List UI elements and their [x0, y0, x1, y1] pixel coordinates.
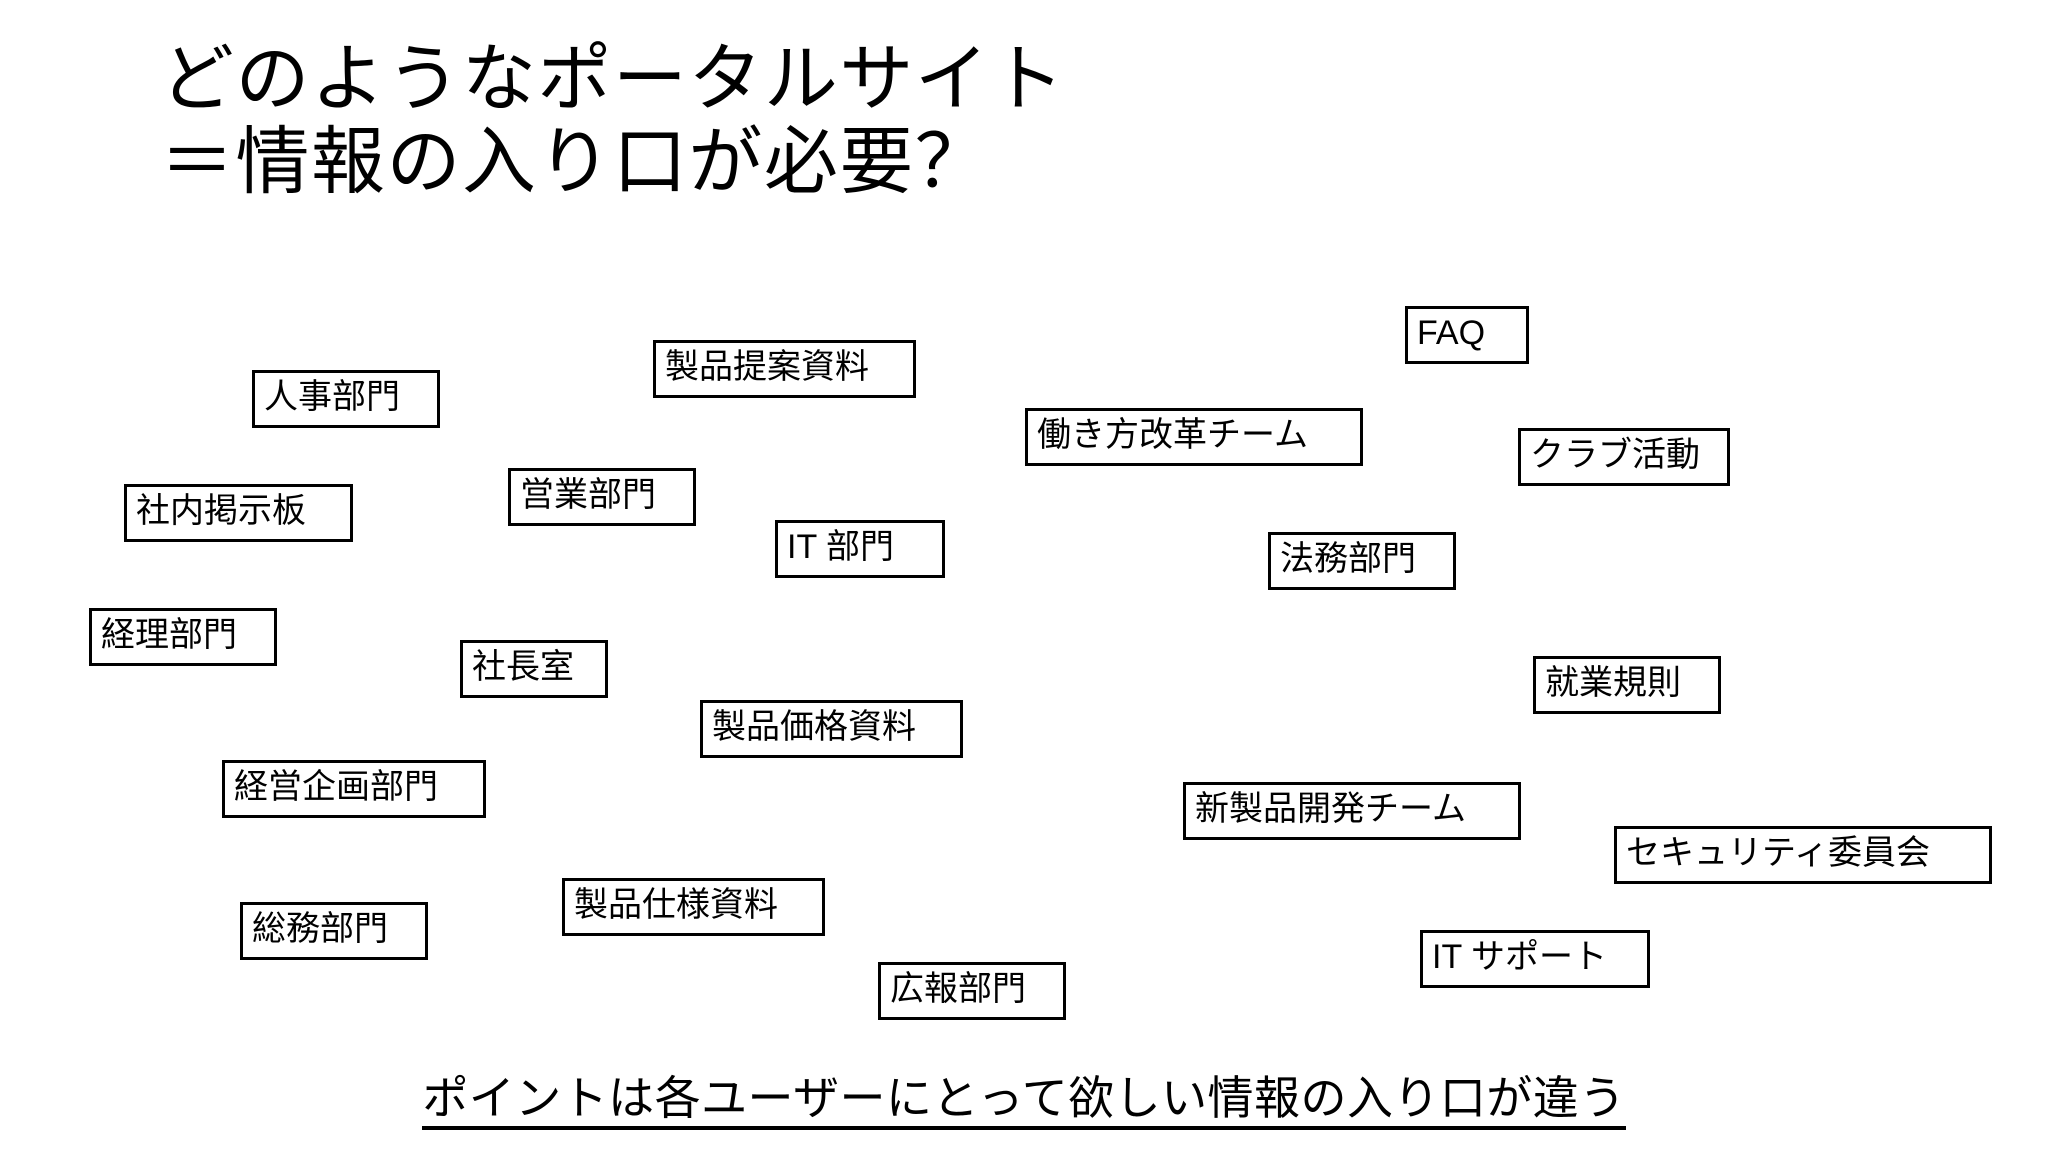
portal-entry-box[interactable]: 製品価格資料: [700, 700, 963, 758]
portal-entry-box[interactable]: 総務部門: [240, 902, 428, 960]
portal-entry-box[interactable]: 広報部門: [878, 962, 1066, 1020]
portal-entry-box[interactable]: 新製品開発チーム: [1183, 782, 1521, 840]
portal-entry-box[interactable]: IT サポート: [1420, 930, 1650, 988]
portal-entry-box[interactable]: IT 部門: [775, 520, 945, 578]
portal-entry-box[interactable]: 法務部門: [1268, 532, 1456, 590]
slide-caption-text: ポイントは各ユーザーにとって欲しい情報の入り口が違う: [422, 1072, 1626, 1130]
slide-caption: ポイントは各ユーザーにとって欲しい情報の入り口が違う: [0, 1062, 2048, 1130]
portal-entry-box[interactable]: 社長室: [460, 640, 608, 698]
portal-entry-box[interactable]: 経営企画部門: [222, 760, 486, 818]
portal-entry-box[interactable]: FAQ: [1405, 306, 1529, 364]
portal-entry-box[interactable]: 社内掲示板: [124, 484, 353, 542]
portal-entry-box[interactable]: 製品提案資料: [653, 340, 916, 398]
portal-entry-box[interactable]: 営業部門: [508, 468, 696, 526]
page-title: どのようなポータルサイト ＝情報の入り口が必要？: [160, 37, 1066, 203]
portal-entry-box[interactable]: 経理部門: [89, 608, 277, 666]
portal-entry-box[interactable]: クラブ活動: [1518, 428, 1730, 486]
portal-entry-box[interactable]: セキュリティ委員会: [1614, 826, 1992, 884]
portal-entry-box[interactable]: 製品仕様資料: [562, 878, 825, 936]
portal-entry-box[interactable]: 就業規則: [1533, 656, 1721, 714]
portal-entry-box[interactable]: 働き方改革チーム: [1025, 408, 1363, 466]
portal-entry-box[interactable]: 人事部門: [252, 370, 440, 428]
